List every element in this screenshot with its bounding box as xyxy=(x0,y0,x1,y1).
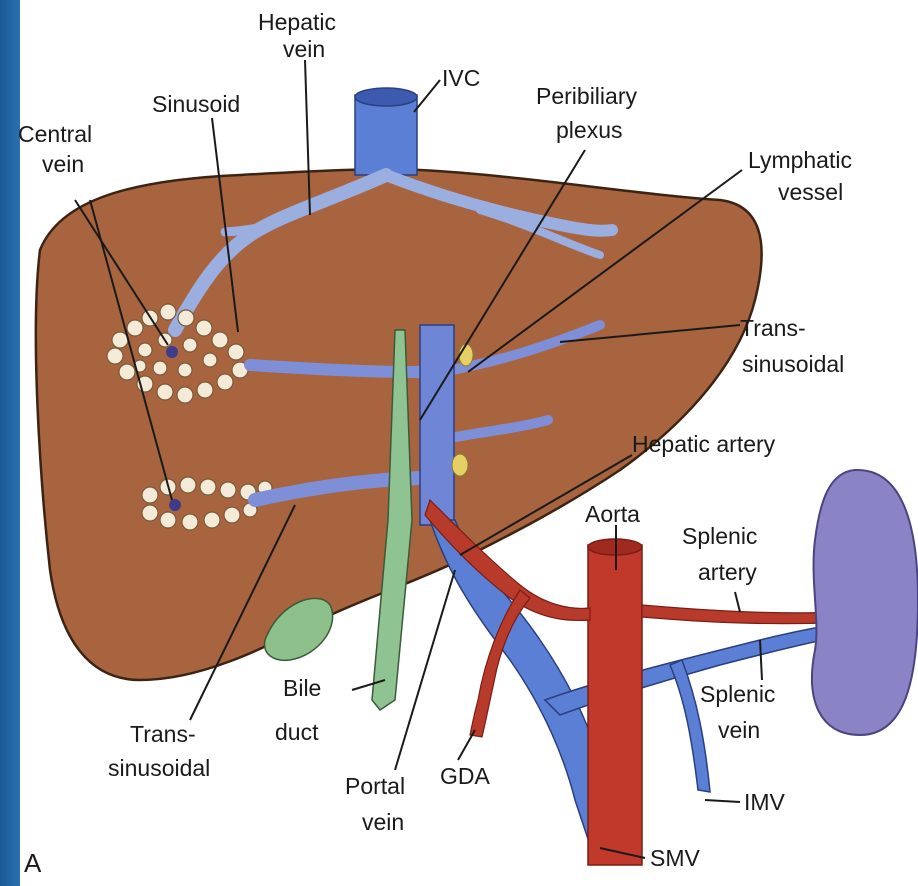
label-gda: GDA xyxy=(440,763,491,789)
label-smv: SMV xyxy=(650,845,701,871)
label-hepatic-artery: Hepatic artery xyxy=(632,431,776,457)
spleen xyxy=(812,470,918,735)
label-central-vein-line1: Central xyxy=(18,121,92,147)
label-bile-duct-line1: Bile xyxy=(283,675,321,701)
label-sinusoid: Sinusoid xyxy=(152,91,240,117)
ivc-opening xyxy=(355,88,417,106)
label-splenic-artery-line1: Splenic xyxy=(682,523,757,549)
label-splenic-vein-line1: Splenic xyxy=(700,681,775,707)
panel-letter: A xyxy=(24,848,42,878)
central-vein-upper xyxy=(166,346,178,358)
label-trans-sinusoidal-left-line1: Trans- xyxy=(130,721,196,747)
label-peribiliary-line1: Peribiliary xyxy=(536,83,637,109)
label-splenic-vein-line2: vein xyxy=(718,717,760,743)
imv-vessel xyxy=(670,660,710,792)
label-lymphatic-line1: Lymphatic xyxy=(748,147,852,173)
lymph-node-upper xyxy=(459,344,473,366)
label-peribiliary-line2: plexus xyxy=(556,117,622,143)
label-hepatic-vein-line1: Hepatic xyxy=(258,9,336,35)
ivc-vessel xyxy=(355,95,417,175)
lymph-node-lower xyxy=(452,454,468,476)
label-lymphatic-line2: vessel xyxy=(778,179,843,205)
label-aorta: Aorta xyxy=(585,501,640,527)
label-bile-duct-line2: duct xyxy=(275,719,319,745)
label-central-vein-line2: vein xyxy=(42,151,84,177)
label-trans-sinusoidal-right-line1: Trans- xyxy=(740,315,806,341)
label-trans-sinusoidal-right-line2: sinusoidal xyxy=(742,351,844,377)
label-hepatic-vein-line2: vein xyxy=(283,36,325,62)
central-vein-lower xyxy=(169,499,181,511)
label-splenic-artery-line2: artery xyxy=(698,559,757,585)
label-portal-vein-line2: vein xyxy=(362,809,404,835)
portal-triad xyxy=(420,325,454,525)
label-trans-sinusoidal-left-line2: sinusoidal xyxy=(108,755,210,781)
label-portal-vein-line1: Portal xyxy=(345,773,405,799)
label-ivc: IVC xyxy=(442,65,480,91)
aorta-vessel xyxy=(588,545,642,865)
label-imv: IMV xyxy=(744,789,786,815)
